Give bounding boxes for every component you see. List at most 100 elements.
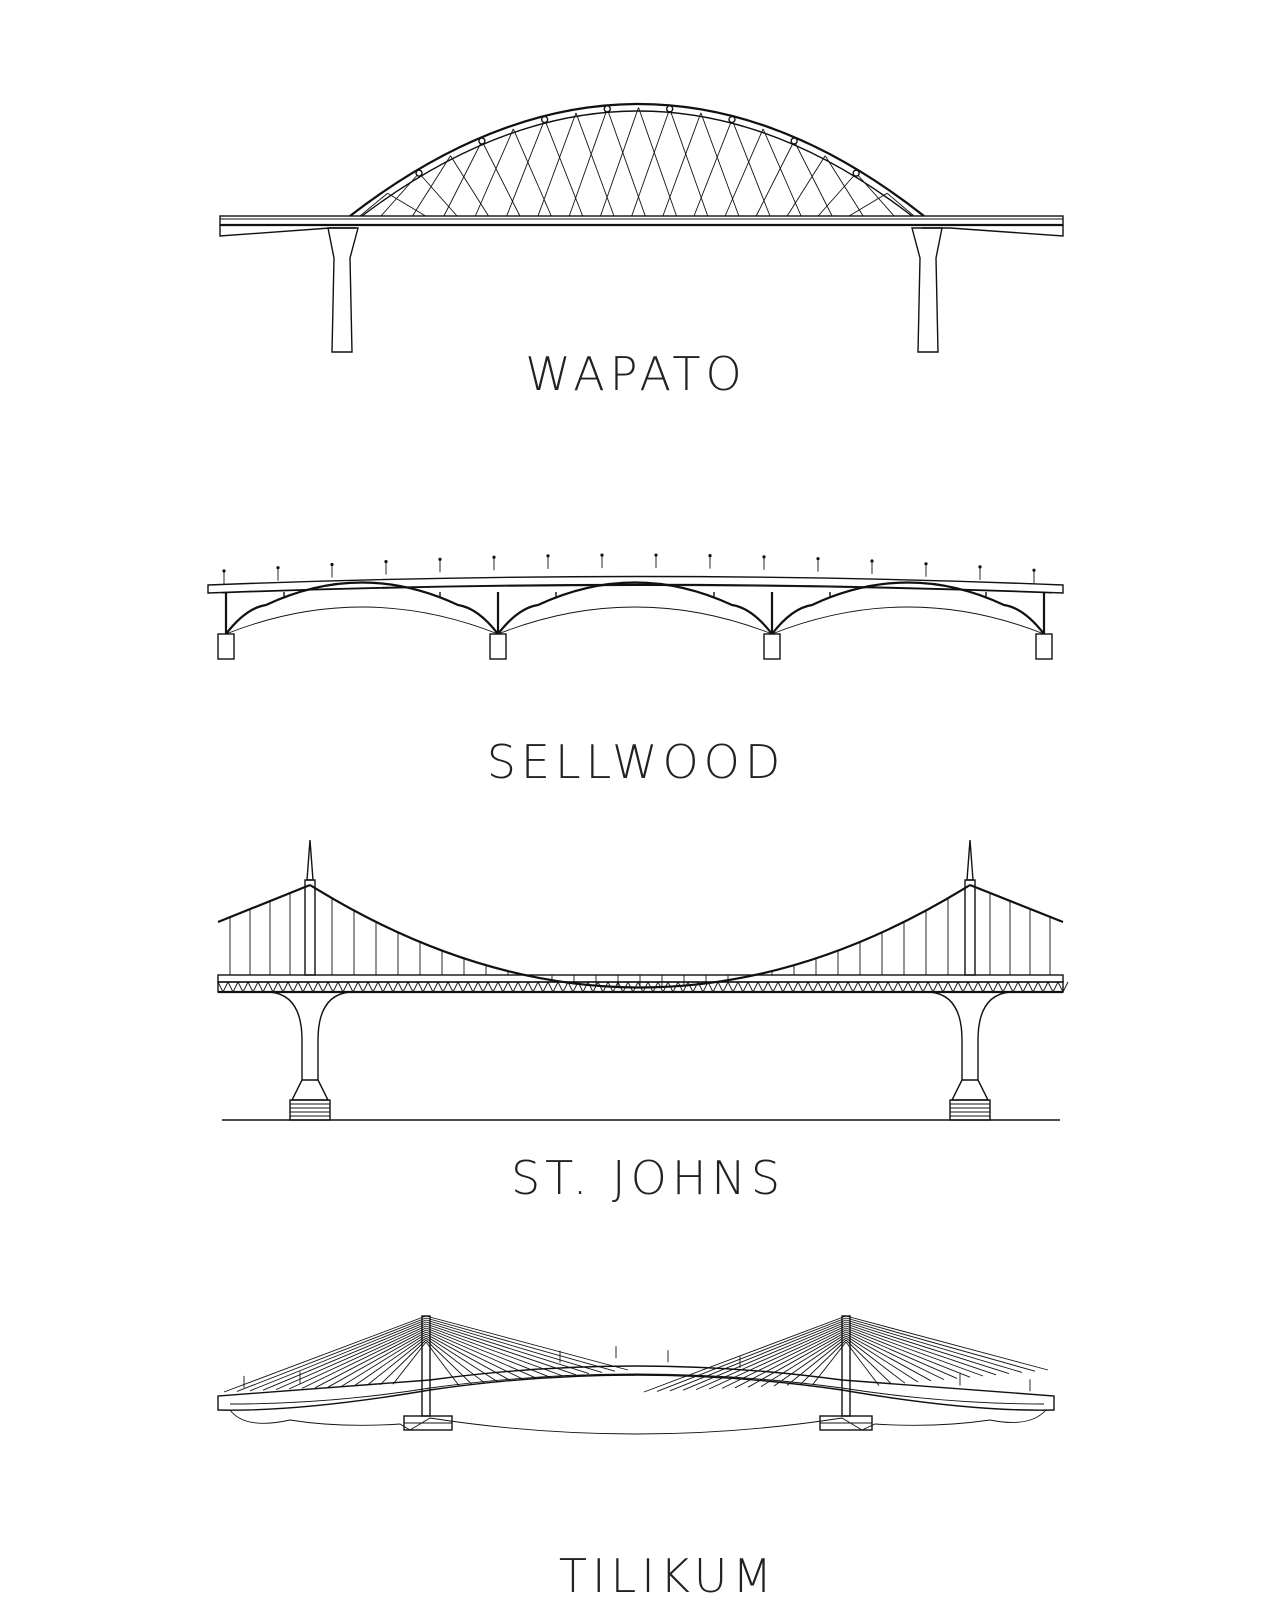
stay-cable (845, 1323, 997, 1376)
truss-web (1047, 981, 1059, 994)
truss-web (917, 981, 929, 994)
stay-cable (786, 1337, 847, 1386)
arch-node (790, 137, 798, 145)
truss-web (827, 981, 839, 994)
stay-cable (845, 1333, 932, 1382)
stay-cable (845, 1329, 958, 1379)
arch-hanger (600, 107, 639, 217)
arch-hanger (412, 155, 451, 217)
stay-cable (425, 1333, 512, 1382)
truss-web (447, 981, 459, 994)
truss-web (307, 981, 319, 994)
lamp-head (276, 566, 280, 570)
stay-cable (845, 1327, 971, 1378)
arch-hanger (474, 128, 514, 217)
truss-web (937, 981, 949, 994)
truss-web (317, 981, 329, 994)
truss-web (327, 981, 339, 994)
arch-hanger (886, 192, 915, 217)
truss-web (297, 981, 309, 994)
truss-web (977, 981, 989, 994)
truss-web (587, 981, 599, 994)
tower-base (950, 1079, 990, 1101)
truss-web (817, 981, 829, 994)
truss-web (787, 981, 799, 994)
sellwood-arch-intrados (225, 606, 499, 635)
truss-web (547, 981, 559, 994)
arch-hanger (387, 192, 426, 217)
arch-hanger (631, 108, 671, 217)
lamp-head (762, 555, 766, 559)
wapato-bridge-drawing (219, 103, 1064, 353)
stay-cable (845, 1319, 1023, 1373)
arch-hanger (824, 155, 864, 217)
stay-cable (327, 1331, 427, 1388)
truss-web (1037, 981, 1049, 994)
truss-web (737, 981, 749, 994)
truss-web (387, 981, 399, 994)
stay-cable (262, 1321, 427, 1391)
stay-cable (845, 1341, 880, 1386)
truss-web (537, 981, 549, 994)
truss-web (247, 981, 259, 994)
stay-cable (773, 1335, 847, 1387)
tower-leg (929, 991, 1011, 1081)
arch-hanger (786, 155, 826, 217)
stay-cable (249, 1319, 427, 1392)
truss-web (267, 981, 279, 994)
stay-cable (366, 1337, 427, 1386)
truss-web (517, 981, 529, 994)
stay-cable (425, 1341, 460, 1386)
stay-cable (845, 1339, 893, 1385)
stay-cable (392, 1341, 427, 1385)
st-johns-label: ST. JOHNS (511, 1151, 785, 1205)
truss-web (347, 981, 359, 994)
arch-hanger (481, 140, 521, 217)
truss-web (987, 981, 999, 994)
truss-web (427, 981, 439, 994)
sellwood-arch (225, 581, 499, 635)
lamp-head (924, 562, 928, 566)
tilikum-label: TILIKUM (559, 1549, 777, 1600)
truss-web (497, 981, 509, 994)
arch-hanger (755, 140, 795, 217)
truss-web (397, 981, 409, 994)
arch-hanger (544, 119, 584, 217)
stay-cable (695, 1323, 847, 1391)
truss-web (1027, 981, 1039, 994)
lamp-head (1032, 568, 1036, 572)
arch-node (852, 169, 860, 177)
tower-footing (289, 1099, 331, 1121)
truss-web (777, 981, 789, 994)
truss-web (837, 981, 849, 994)
arch-hanger (762, 128, 802, 217)
arch-hanger (855, 172, 895, 217)
truss-web (407, 981, 419, 994)
stay-cable (425, 1331, 525, 1381)
arch-hanger (443, 140, 483, 217)
stay-cable (845, 1337, 906, 1384)
lamp-head (708, 554, 712, 558)
stay-cable (425, 1317, 616, 1372)
stay-cable (799, 1339, 847, 1386)
truss-web (967, 981, 979, 994)
stay-cable (845, 1335, 919, 1383)
arch-hanger (418, 172, 458, 217)
truss-web (257, 981, 269, 994)
truss-web (367, 981, 379, 994)
arch-node (666, 105, 674, 113)
arch-hanger (638, 107, 677, 217)
sellwood-arch-intrados (497, 606, 773, 635)
arch-hanger (450, 155, 489, 217)
arch-node (415, 169, 423, 177)
truss-web (717, 981, 729, 994)
arch-hanger (537, 112, 577, 217)
arch-hanger (606, 108, 646, 217)
truss-web (857, 981, 869, 994)
tower-upper (964, 879, 976, 976)
stay-cable (236, 1317, 427, 1392)
arch-hanger (724, 128, 764, 217)
truss-web (1007, 981, 1019, 994)
wapato-label: WAPATO (525, 347, 746, 401)
truss-web (727, 981, 739, 994)
